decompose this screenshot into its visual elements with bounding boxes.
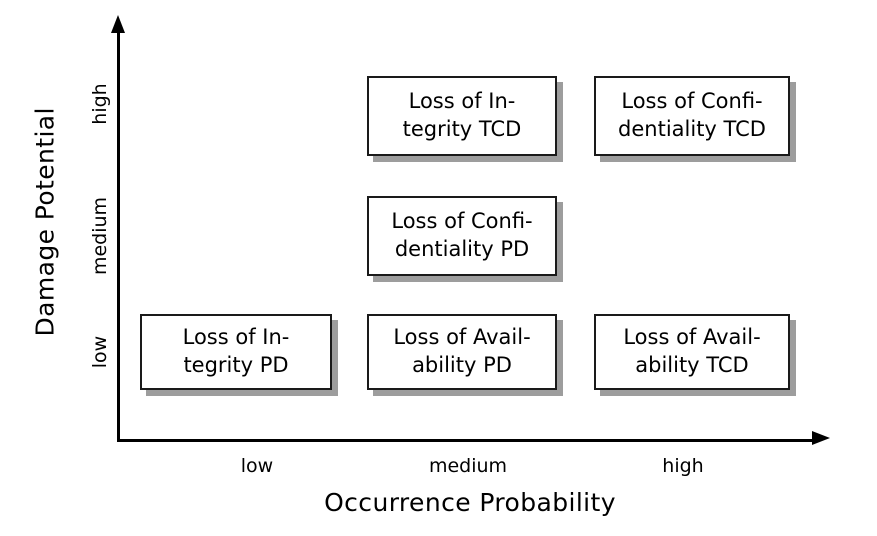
matrix-cell-line-2: dentiality PD	[394, 237, 530, 261]
matrix-cell-line-2: ability TCD	[635, 353, 749, 377]
y-axis-tick-medium: medium	[89, 196, 111, 276]
x-axis-tick-medium: medium	[428, 455, 508, 477]
matrix-cell-line-2: tegrity TCD	[402, 117, 522, 141]
x-axis-tick-high: high	[662, 455, 704, 477]
matrix-cell-line-1: Loss of Avail-	[393, 325, 531, 350]
matrix-cell-line-1: Loss of In-	[182, 325, 290, 350]
matrix-cell: Loss of Avail- ability PD	[367, 314, 557, 390]
matrix-cell-line-2: tegrity PD	[183, 353, 289, 377]
arrow-up-icon	[111, 15, 125, 33]
x-axis-line	[117, 439, 815, 442]
x-axis-title: Occurrence Probability	[324, 488, 616, 517]
x-axis-tick-low: low	[240, 455, 274, 477]
matrix-cell: Loss of Confi- dentiality TCD	[594, 76, 790, 156]
matrix-cell-line-1: Loss of In-	[408, 89, 516, 114]
matrix-cell-line-1: Loss of Avail-	[623, 325, 761, 350]
matrix-cell-line-1: Loss of Confi-	[391, 209, 533, 234]
y-axis-tick-high: high	[89, 83, 111, 125]
matrix-cell: Loss of In- tegrity TCD	[367, 76, 557, 156]
y-axis-title: Damage Potential	[30, 107, 60, 337]
matrix-cell-line-2: dentiality TCD	[618, 117, 766, 141]
matrix-cell: Loss of In- tegrity PD	[140, 314, 332, 390]
matrix-cell-line-2: ability PD	[412, 353, 512, 377]
arrow-right-icon	[812, 431, 830, 445]
y-axis-line	[117, 30, 120, 442]
matrix-cell: Loss of Confi- dentiality PD	[367, 196, 557, 276]
matrix-cell: Loss of Avail- ability TCD	[594, 314, 790, 390]
matrix-cell-line-1: Loss of Confi-	[621, 89, 763, 114]
y-axis-tick-low: low	[89, 335, 111, 369]
